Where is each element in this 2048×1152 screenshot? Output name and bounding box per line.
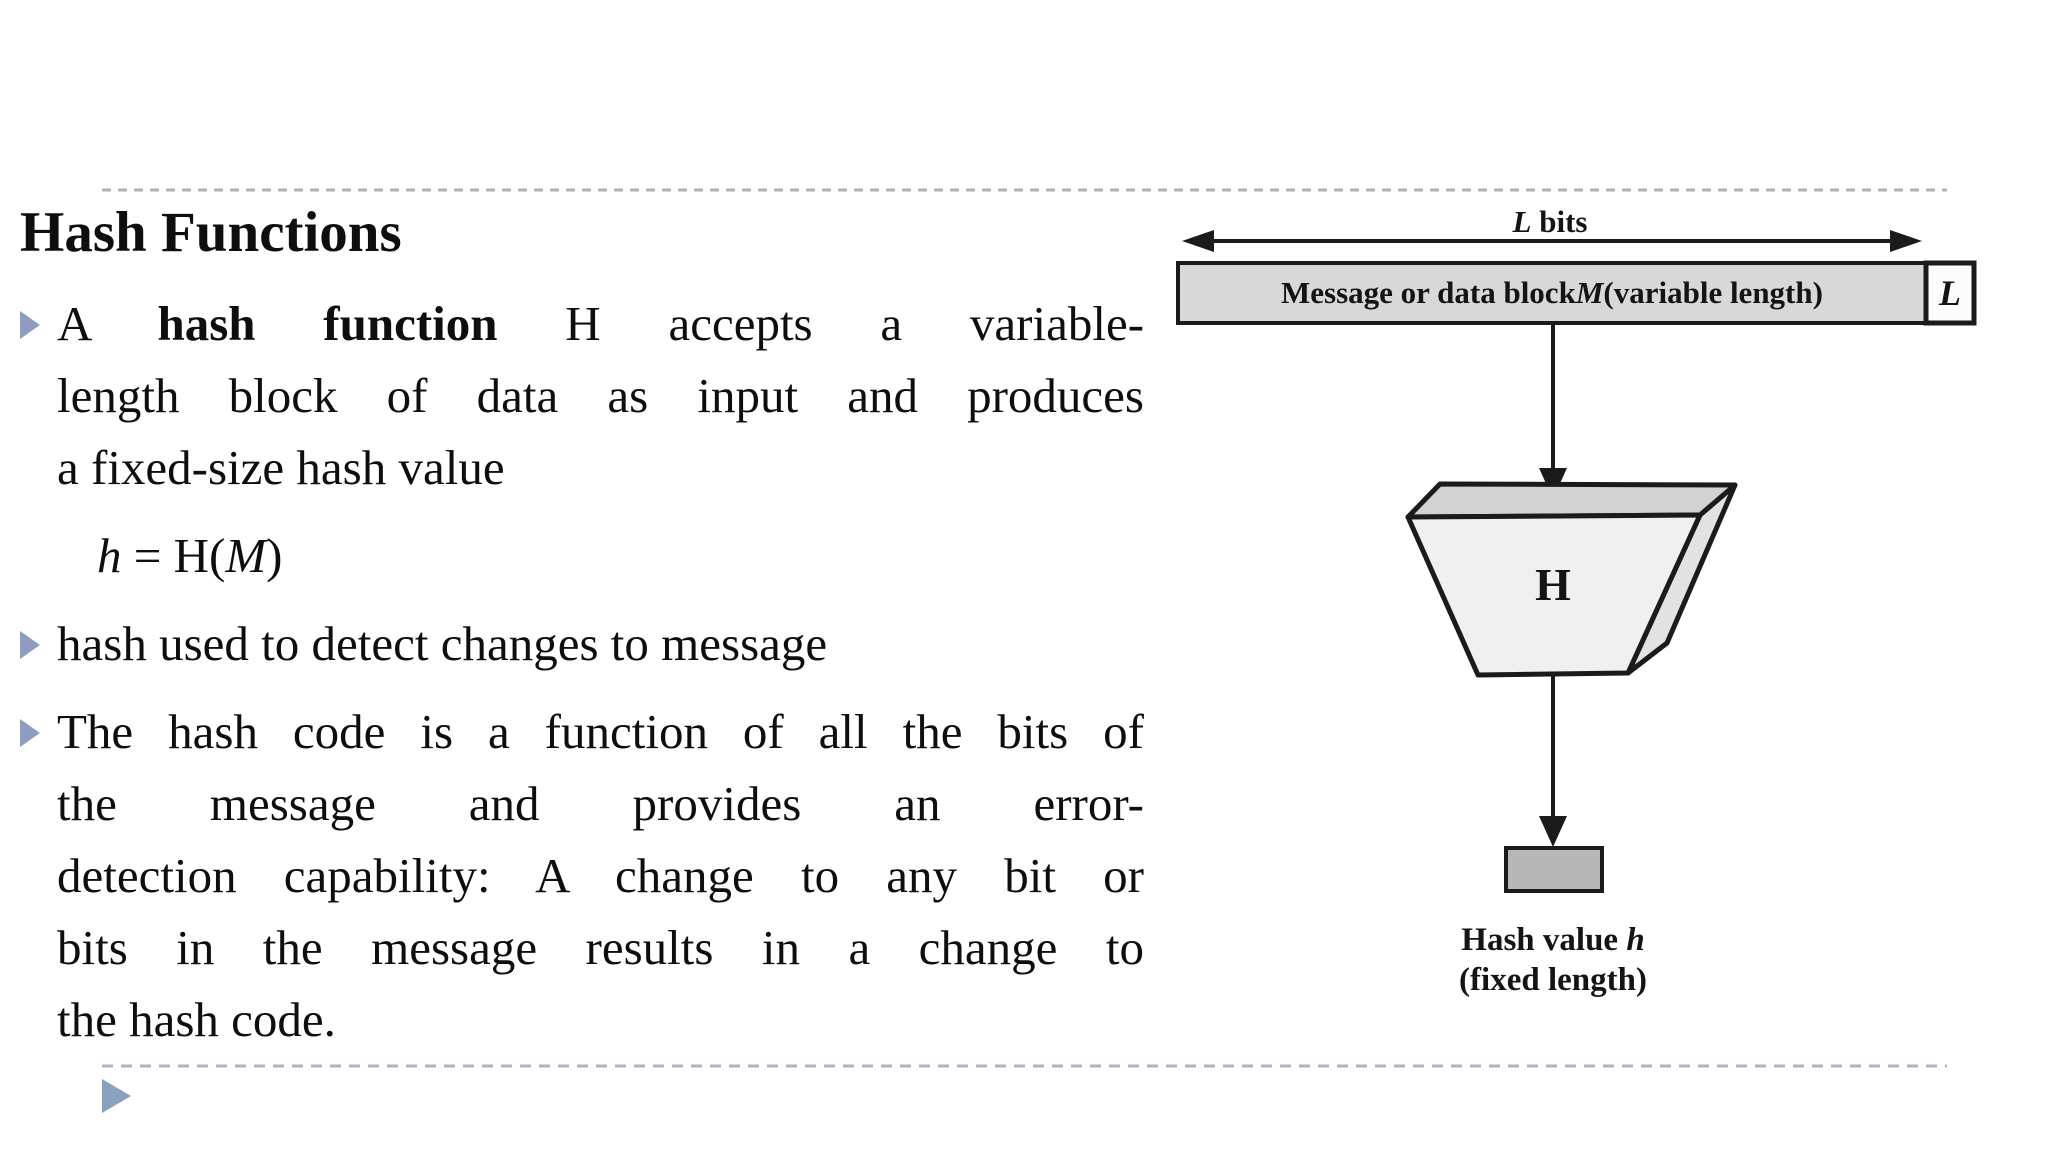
slide-title: Hash Functions xyxy=(20,201,402,264)
text-line: bits in the message results in a change … xyxy=(57,912,1144,984)
bullet-triangle-icon xyxy=(20,631,40,659)
text-line: h = H(M) xyxy=(97,520,1144,592)
text-segment: = H( xyxy=(121,528,226,583)
hash-value-line1: Hash value h xyxy=(1380,920,1726,960)
slide-body: Hash Functions A hash function H accepts… xyxy=(20,200,1144,1056)
funnel-to-hash-arrow xyxy=(1539,676,1567,847)
bullet-triangle-icon xyxy=(20,311,40,339)
hash-value-text: Hash value xyxy=(1461,922,1627,958)
text-line: the hash code. xyxy=(57,984,1144,1056)
text-segment: bits in the message results in a change … xyxy=(57,920,1144,975)
hash-value-h-italic: h xyxy=(1626,922,1645,958)
message-box-text-post: (variable length) xyxy=(1603,275,1823,310)
funnel-top-face xyxy=(1405,481,1738,520)
italic-text-segment: h xyxy=(97,528,122,583)
bullet-triangle-icon xyxy=(20,719,40,747)
message-box-text: Message or data block xyxy=(1281,275,1576,310)
hash-value-label: Hash value h (fixed length) xyxy=(1380,920,1726,1000)
bullet-text: The hash code is a function of all the b… xyxy=(57,696,1144,1056)
text-line: The hash code is a function of all the b… xyxy=(57,696,1144,768)
hash-value-rect xyxy=(1504,846,1604,893)
length-box-rect xyxy=(1923,260,1977,326)
bullet-item: hash used to detect changes to message xyxy=(20,608,1144,680)
hash-value-line2: (fixed length) xyxy=(1459,962,1647,998)
text-segment: A xyxy=(57,296,158,351)
bullet-text: h = H(M) xyxy=(57,520,1144,592)
bullet-item: A hash function H accepts a variable-len… xyxy=(20,288,1144,504)
text-segment: The hash code is a function of all the b… xyxy=(57,704,1144,759)
italic-text-segment: M xyxy=(225,528,267,583)
bold-text-segment: hash function xyxy=(157,296,498,351)
l-bits-rest: bits xyxy=(1531,204,1588,239)
text-segment: the message and provides an error- xyxy=(57,776,1144,831)
text-segment: length block of data as input and produc… xyxy=(57,368,1144,423)
bullet-marker-column xyxy=(20,288,57,339)
bullet-text: hash used to detect changes to message xyxy=(57,608,1144,680)
footer-triangle-icon xyxy=(102,1079,131,1113)
message-box-label: Message or data block M (variable length… xyxy=(1178,263,1926,323)
l-bits-italic: L xyxy=(1512,204,1532,239)
text-segment: a fixed-size hash value xyxy=(57,440,505,495)
text-segment: hash used to detect changes to message xyxy=(57,616,828,671)
text-segment: the hash code. xyxy=(57,992,336,1047)
text-line: a fixed-size hash value xyxy=(57,432,1144,504)
message-to-funnel-arrow xyxy=(1539,323,1567,499)
formula-row: h = H(M) xyxy=(20,520,1144,592)
l-bits-label: L bits xyxy=(1380,204,1720,240)
text-segment: detection capability: A change to any bi… xyxy=(57,848,1144,903)
hash-funnel xyxy=(1405,481,1738,678)
message-box-m-italic: M xyxy=(1575,275,1604,310)
text-segment: H accepts a variable- xyxy=(497,296,1145,351)
text-line: A hash function H accepts a variable- xyxy=(57,288,1144,360)
text-line: detection capability: A change to any bi… xyxy=(57,840,1144,912)
text-segment: ) xyxy=(266,528,283,583)
l-bits-arrow xyxy=(1182,230,1922,252)
text-line: hash used to detect changes to message xyxy=(57,608,1144,680)
message-box-rect xyxy=(1176,261,1928,325)
hash-function-label: H xyxy=(1453,558,1653,611)
bullet-item: The hash code is a function of all the b… xyxy=(20,696,1144,1056)
bullet-marker-column xyxy=(20,696,57,747)
bullet-text: A hash function H accepts a variable-len… xyxy=(57,288,1144,504)
content-blocks: A hash function H accepts a variable-len… xyxy=(20,288,1144,1056)
text-line: the message and provides an error- xyxy=(57,768,1144,840)
funnel-front-face xyxy=(1405,512,1703,678)
text-line: length block of data as input and produc… xyxy=(57,360,1144,432)
hash-function-h: H xyxy=(1535,559,1571,610)
bullet-marker-column xyxy=(20,608,57,659)
length-box-label: L xyxy=(1926,263,1974,323)
length-box-l: L xyxy=(1939,273,1961,313)
